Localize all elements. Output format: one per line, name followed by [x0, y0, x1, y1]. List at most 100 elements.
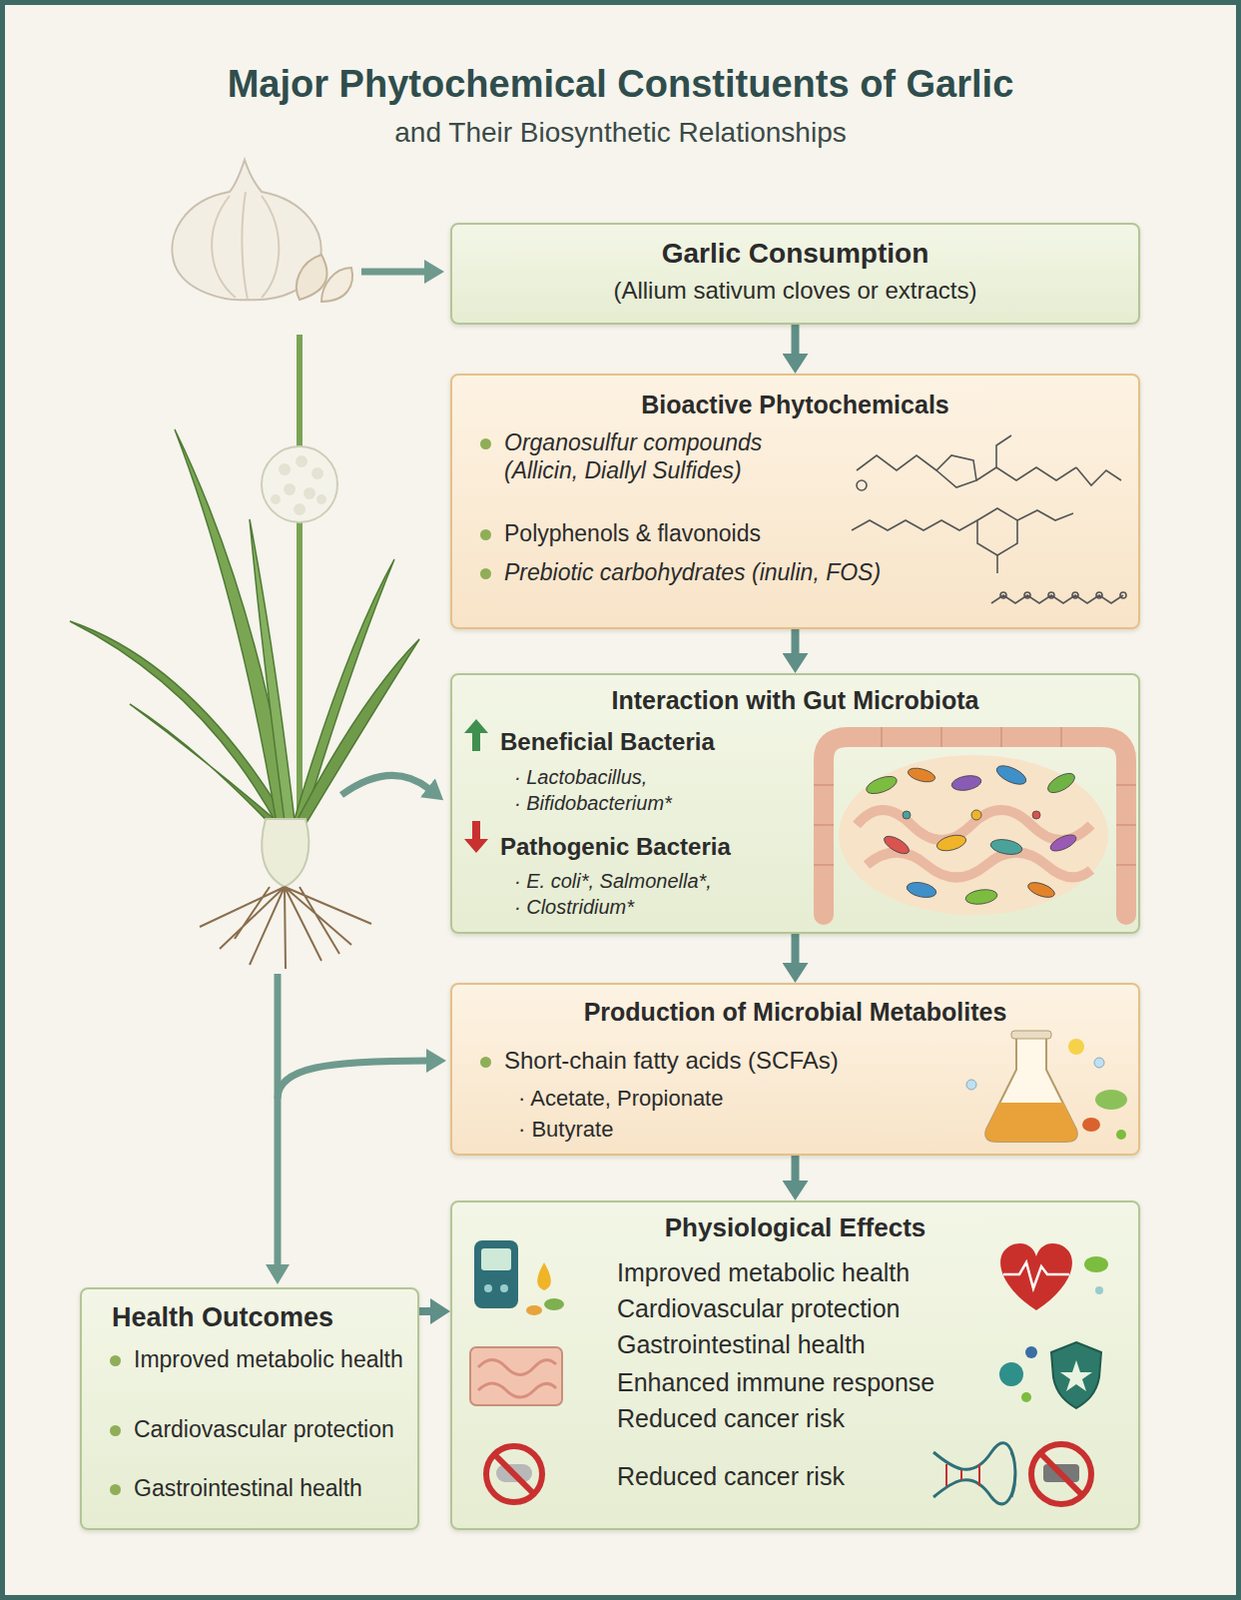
- flow-arrow: [791, 324, 800, 356]
- gut-illustration-part-part: [905, 879, 938, 900]
- item-text: Prebiotic carbohydrates (inulin, FOS): [504, 559, 884, 588]
- item-text: (Allium sativum cloves or extracts): [452, 276, 1139, 306]
- molecule-sketches-part-part: [1096, 592, 1103, 599]
- flow-arrow: [791, 628, 800, 655]
- molecule-sketches-part-part: [1072, 592, 1079, 599]
- flask-illustration-part: [966, 1079, 977, 1090]
- effect-icons-part: [500, 1283, 509, 1292]
- effect-icons-part: [486, 1445, 543, 1502]
- effect-icons-part: [946, 1463, 980, 1486]
- gut-illustration-part-part: [1032, 810, 1041, 819]
- gut-illustration-part-part: [994, 761, 1030, 788]
- garlic-plant-part-part: [311, 467, 324, 480]
- illustration-arrow: [361, 268, 427, 276]
- garlic-plant-part: [270, 455, 327, 516]
- item-text: · Butyrate: [518, 1116, 918, 1143]
- flow-arrow: [791, 1155, 800, 1183]
- garlic-plant-part-part: [283, 483, 296, 496]
- effect-icons-part: [1095, 1285, 1104, 1294]
- gut-illustration-part-part: [864, 772, 900, 797]
- effect-icons-part: [526, 1304, 543, 1315]
- garlic-plant-part-part: [270, 494, 281, 505]
- flask-illustration-part: [985, 1102, 1078, 1142]
- effect-icons-part: [478, 1359, 557, 1398]
- effect-icons-part: [1031, 1443, 1092, 1504]
- flask-illustration-part: [1068, 1038, 1085, 1055]
- effect-icons-part: [1000, 1242, 1073, 1310]
- molecule-sketches-part-part: [851, 520, 978, 531]
- flask-illustration-part: [1095, 1089, 1128, 1110]
- molecule-sketches-part-part: [1024, 592, 1031, 599]
- garlic-bulb-part: [321, 267, 353, 302]
- item-text: Gastrointestinal health: [617, 1328, 962, 1359]
- box-heading: Health Outcomes: [111, 1300, 402, 1333]
- effect-icons-part: [544, 1297, 565, 1310]
- molecule-sketches-part-part: [856, 480, 867, 491]
- item-text: Organosulfur compounds (Allicin, Diallyl…: [504, 429, 824, 485]
- compound-box: Bioactive PhytochemicalsOrganosulfur com…: [450, 373, 1141, 629]
- item-text: Short-chain fatty acids (SCFAs): [504, 1046, 944, 1076]
- molecule-sketches-part-part: [1048, 592, 1055, 599]
- item-text: Cardiovascular protection: [133, 1415, 404, 1444]
- effect-icons-part: [474, 1240, 519, 1308]
- molecule-sketches-part: [851, 435, 1127, 604]
- microbiota-box: Interaction with Gut MicrobiotaBeneficia…: [450, 672, 1141, 934]
- flow-arrow: [419, 1306, 433, 1315]
- gut-illustration-part-part: [971, 809, 982, 820]
- effect-icons-part: [1003, 1261, 1070, 1288]
- flask-illustration-part: [985, 1036, 1078, 1142]
- gut-illustration-part-part: [989, 836, 1024, 856]
- box-heading: Garlic Consumption: [452, 236, 1139, 271]
- group-heading: Beneficial Bacteria: [500, 727, 790, 757]
- gut-illustration-part-part: [964, 887, 999, 906]
- molecule-sketches-part-part: [996, 555, 999, 574]
- effect-icons-part: [1021, 1391, 1032, 1402]
- subtitle: and Their Biosynthetic Relationships: [0, 115, 1241, 150]
- gut-illustration-part: [856, 809, 1092, 878]
- effects-box: Physiological EffectsImproved metabolic …: [450, 1200, 1141, 1530]
- garlic-bulb: [171, 159, 352, 302]
- garlic-plant-part-part: [303, 487, 316, 500]
- molecule-sketches-part-part: [1000, 592, 1007, 599]
- garlic-plant: [69, 334, 420, 969]
- gut-illustration-part-part: [935, 831, 969, 853]
- molecule-sketches-part-part: [1017, 510, 1074, 521]
- gut-illustration-part-part: [1048, 831, 1079, 855]
- item-text: · Acetate, Propionate: [518, 1085, 918, 1112]
- flask-illustration-part: [1082, 1117, 1101, 1132]
- gut-illustration-part-part: [950, 773, 983, 793]
- item-text: Improved metabolic health: [133, 1345, 404, 1374]
- molecule-sketches-part-part: [991, 595, 1124, 604]
- gut-illustration-part: [823, 736, 1127, 915]
- title: Major Phytochemical Constituents of Garl…: [0, 61, 1241, 108]
- garlic-plant-part: [291, 638, 420, 831]
- trend-arrows-part: [464, 820, 489, 853]
- box-heading: Physiological Effects: [452, 1212, 1139, 1243]
- molecule-sketches-part-part: [1120, 592, 1127, 599]
- box-heading: Bioactive Phytochemicals: [452, 389, 1139, 420]
- box-heading: Production of Microbial Metabolites: [452, 996, 1139, 1027]
- box-heading: Interaction with Gut Microbiota: [452, 684, 1139, 715]
- garlic-plant-part-part: [316, 494, 327, 505]
- item-text: Polyphenols & flavonoids: [504, 520, 834, 549]
- effect-icons-part: [537, 1261, 552, 1290]
- outcome-box: Health OutcomesImproved metabolic health…: [79, 1286, 420, 1530]
- molecule-sketches-part-part: [856, 455, 937, 471]
- gut-illustration-part-part: [1026, 879, 1057, 901]
- effect-icons-part: [999, 1361, 1024, 1386]
- garlic-plant-part: [261, 446, 338, 523]
- group-heading: Pathogenic Bacteria: [500, 832, 790, 862]
- garlic-plant-part-part: [295, 455, 308, 468]
- effect-icons-part: [1060, 1359, 1093, 1391]
- molecule-sketches-part-part: [976, 467, 1077, 481]
- garlic-plant-part-part: [293, 503, 306, 516]
- effect-icons-part: [1025, 1345, 1038, 1358]
- garlic-plant-part: [249, 519, 296, 829]
- garlic-plant-part: [296, 334, 303, 834]
- item-text: · Lactobacillus,: [514, 764, 774, 789]
- flask-illustration-part: [1116, 1129, 1127, 1140]
- gut-illustration-part-part: [881, 832, 912, 857]
- gut-illustration-part: [864, 761, 1080, 906]
- flow-arrow: [791, 933, 800, 965]
- item-text: · E. coli*, Salmonella*,: [514, 868, 784, 893]
